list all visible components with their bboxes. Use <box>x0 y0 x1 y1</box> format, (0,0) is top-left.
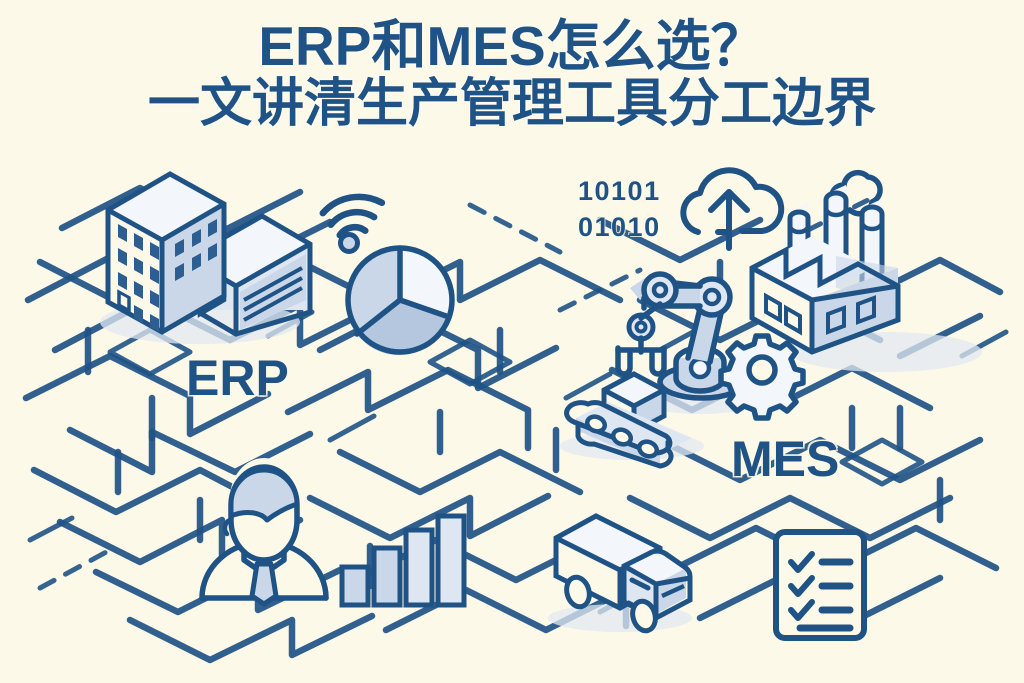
cloud-upload-icon <box>680 167 785 251</box>
binary-data-text: 10101 01010 <box>578 173 661 246</box>
binary-row-2: 01010 <box>578 212 661 243</box>
office-building-icon <box>100 171 313 344</box>
conveyor-belt-icon <box>560 371 704 469</box>
checklist-icon <box>773 529 867 641</box>
person-avatar-icon <box>199 458 329 607</box>
mes-label: MES <box>731 431 840 487</box>
robot-arm-icon <box>615 271 762 414</box>
erp-label: ERP <box>186 350 289 406</box>
gear-icon <box>718 333 806 421</box>
factory-icon <box>749 169 982 372</box>
binary-row-1: 10101 <box>578 176 661 206</box>
isometric-maze-background <box>22 184 1009 664</box>
delivery-truck-icon <box>548 513 693 634</box>
bar-chart-icon <box>339 513 467 608</box>
wifi-icon <box>319 193 386 254</box>
pie-chart-icon <box>345 245 455 356</box>
